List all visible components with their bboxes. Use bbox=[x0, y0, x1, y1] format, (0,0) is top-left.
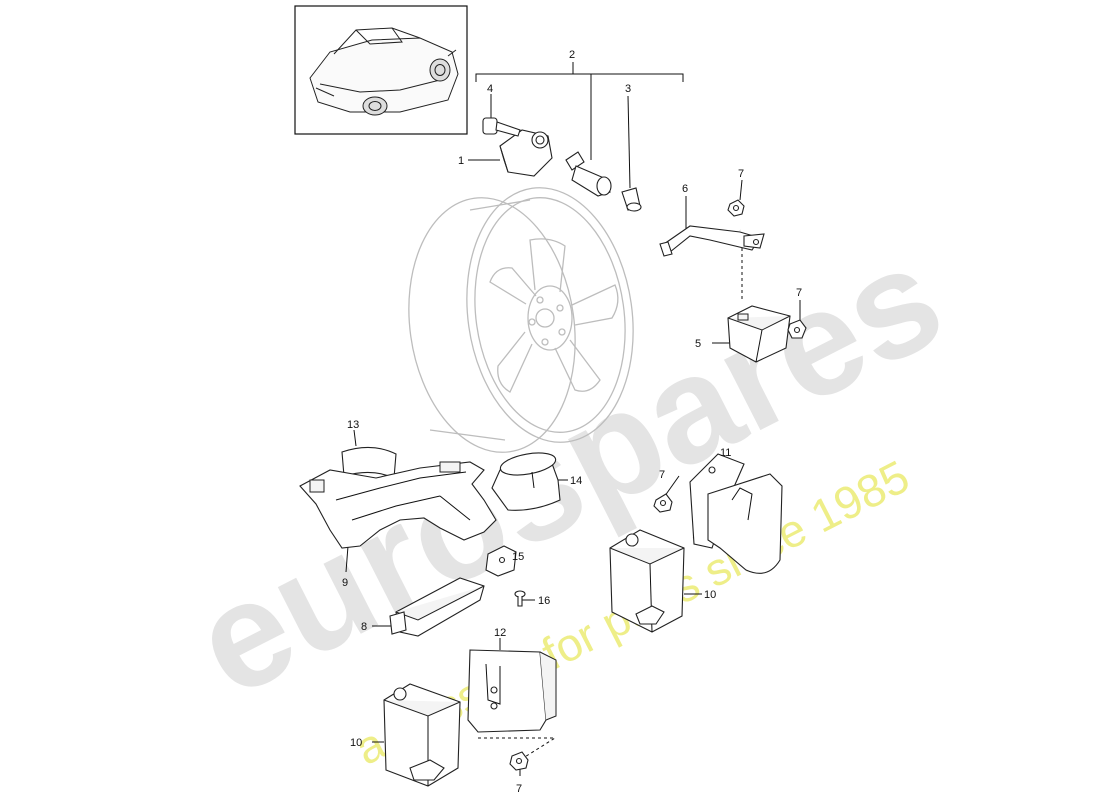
boxster-roadster-icon bbox=[309, 27, 459, 116]
wheel-rim bbox=[408, 187, 634, 453]
callout-15: 15 bbox=[512, 551, 524, 563]
callout-12: 12 bbox=[494, 627, 506, 639]
part-10-control-unit-right bbox=[609, 529, 685, 633]
car-thumbnail bbox=[294, 5, 468, 135]
part-11-bracket bbox=[689, 453, 783, 574]
part-12-bracket bbox=[467, 649, 557, 733]
watermark: eurospares a passion for parts since 198… bbox=[169, 211, 966, 774]
part-9-holder-frame bbox=[299, 461, 497, 549]
callout-1: 1 bbox=[458, 155, 464, 167]
callout-11: 11 bbox=[720, 447, 731, 459]
callout-9: 9 bbox=[342, 577, 348, 589]
part-3-valve-cap bbox=[621, 187, 642, 212]
part-7-nut-right bbox=[787, 319, 807, 339]
part-4-screw bbox=[482, 117, 521, 137]
callout-7-mid: 7 bbox=[796, 287, 802, 299]
part-1-tire-pressure-sensor bbox=[499, 129, 553, 177]
part-14-sleeve bbox=[491, 452, 561, 511]
part-8-sensor-module bbox=[389, 577, 485, 637]
part-5-control-unit bbox=[727, 305, 791, 363]
part-7-nut-side bbox=[653, 493, 673, 513]
part-6-bracket bbox=[659, 225, 765, 257]
part-16-screw bbox=[514, 590, 526, 607]
callout-7-side: 7 bbox=[659, 469, 665, 481]
callout-5: 5 bbox=[695, 338, 701, 350]
callout-6: 6 bbox=[682, 183, 688, 195]
part-7-nut-top bbox=[727, 199, 745, 217]
callout-10-right: 10 bbox=[704, 589, 716, 601]
callout-3: 3 bbox=[625, 83, 631, 95]
part-2-valve bbox=[565, 151, 612, 197]
part-10-control-unit-bottom bbox=[383, 683, 461, 787]
callout-7-bottom: 7 bbox=[516, 783, 522, 795]
callout-14: 14 bbox=[570, 475, 582, 487]
callout-4: 4 bbox=[487, 83, 493, 95]
callout-13: 13 bbox=[347, 419, 359, 431]
callout-10-bottom: 10 bbox=[350, 737, 362, 749]
part-15-clip bbox=[485, 545, 517, 577]
callout-16: 16 bbox=[538, 595, 550, 607]
callout-7-top: 7 bbox=[738, 168, 744, 180]
callout-2: 2 bbox=[569, 49, 575, 61]
callout-labels: 1 2 3 4 5 6 7 7 7 7 8 9 10 10 11 12 13 1… bbox=[342, 49, 802, 795]
part-7-nut-bottom bbox=[509, 751, 529, 771]
callout-8: 8 bbox=[361, 621, 367, 633]
